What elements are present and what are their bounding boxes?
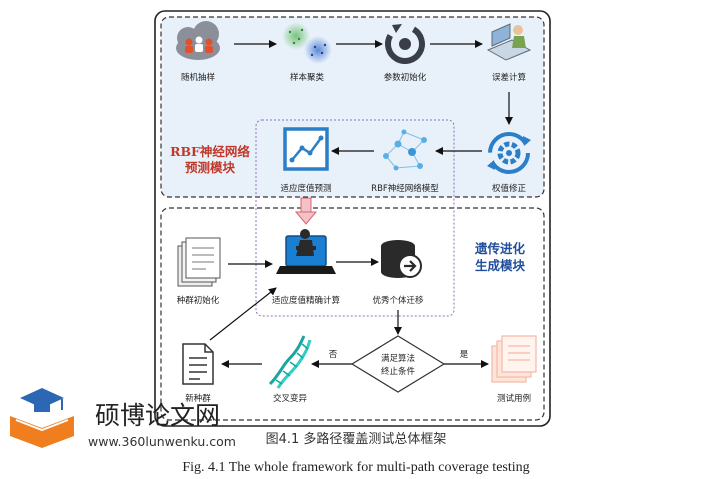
rbf-module-title-1: RBF神经网络 — [170, 144, 250, 159]
cloud-people-icon — [176, 21, 220, 60]
neural-network-icon — [383, 129, 427, 171]
label-termination-2: 终止条件 — [381, 366, 416, 377]
arrow-newpop-to-fitness — [209, 287, 277, 341]
power-restart-icon — [385, 24, 425, 64]
label-yes: 是 — [460, 350, 469, 360]
line-chart-icon — [283, 127, 329, 171]
label-fitness-prediction: 适应度值预测 — [280, 183, 331, 194]
test-cases-documents-icon — [491, 335, 537, 383]
label-crossover-mutation: 交叉变异 — [273, 393, 308, 404]
watermark-url: www.360lunwenku.com — [88, 434, 236, 449]
watermark-name: 硕博论文网 — [95, 401, 220, 430]
document-icon — [182, 343, 214, 385]
gear-refresh-icon — [487, 132, 531, 174]
label-rbf-model: RBF神经网络模型 — [371, 183, 439, 194]
label-termination-1: 满足算法 — [381, 353, 415, 364]
laptop-worker-icon — [276, 229, 336, 274]
graduation-cap-icon — [20, 388, 64, 412]
caption-english: Fig. 4.1 The whole framework for multi-p… — [182, 460, 529, 475]
ga-module-title-1: 遗传进化 — [474, 241, 526, 256]
stacked-documents-icon — [177, 237, 221, 287]
rbf-module-panel — [160, 16, 545, 198]
fitness-pipeline-box — [255, 119, 455, 317]
dna-helix-icon — [268, 335, 312, 389]
cluster-scatter-icon — [282, 22, 332, 64]
outer-frame — [154, 10, 551, 427]
ga-module-panel — [160, 207, 545, 421]
watermark-logo: 硕博论文网 www.360lunwenku.com — [10, 388, 236, 449]
label-test-cases: 测试用例 — [497, 393, 531, 404]
ga-module-title-2: 生成模块 — [475, 258, 526, 273]
label-new-population: 新种群 — [185, 393, 211, 404]
label-param-init: 参数初始化 — [384, 72, 427, 83]
label-random-sampling: 随机抽样 — [181, 72, 216, 83]
rbf-module-title-2: 预测模块 — [185, 160, 236, 175]
label-error-calc: 误差计算 — [492, 72, 527, 83]
label-weight-correction: 权值修正 — [492, 183, 527, 194]
label-fitness-exact: 适应度值精确计算 — [272, 295, 341, 306]
label-no: 否 — [329, 350, 338, 360]
label-population-init: 种群初始化 — [177, 295, 220, 306]
pink-down-arrow — [294, 197, 318, 225]
open-book-icon — [10, 416, 74, 448]
label-sample-clustering: 样本聚类 — [290, 72, 325, 83]
caption-chinese: 图4.1 多路径覆盖测试总体框架 — [266, 431, 447, 447]
label-elite-migration: 优秀个体迁移 — [372, 295, 424, 306]
laptop-calculation-icon — [486, 23, 532, 61]
database-export-icon — [381, 240, 422, 278]
termination-decision-diamond — [350, 335, 446, 393]
